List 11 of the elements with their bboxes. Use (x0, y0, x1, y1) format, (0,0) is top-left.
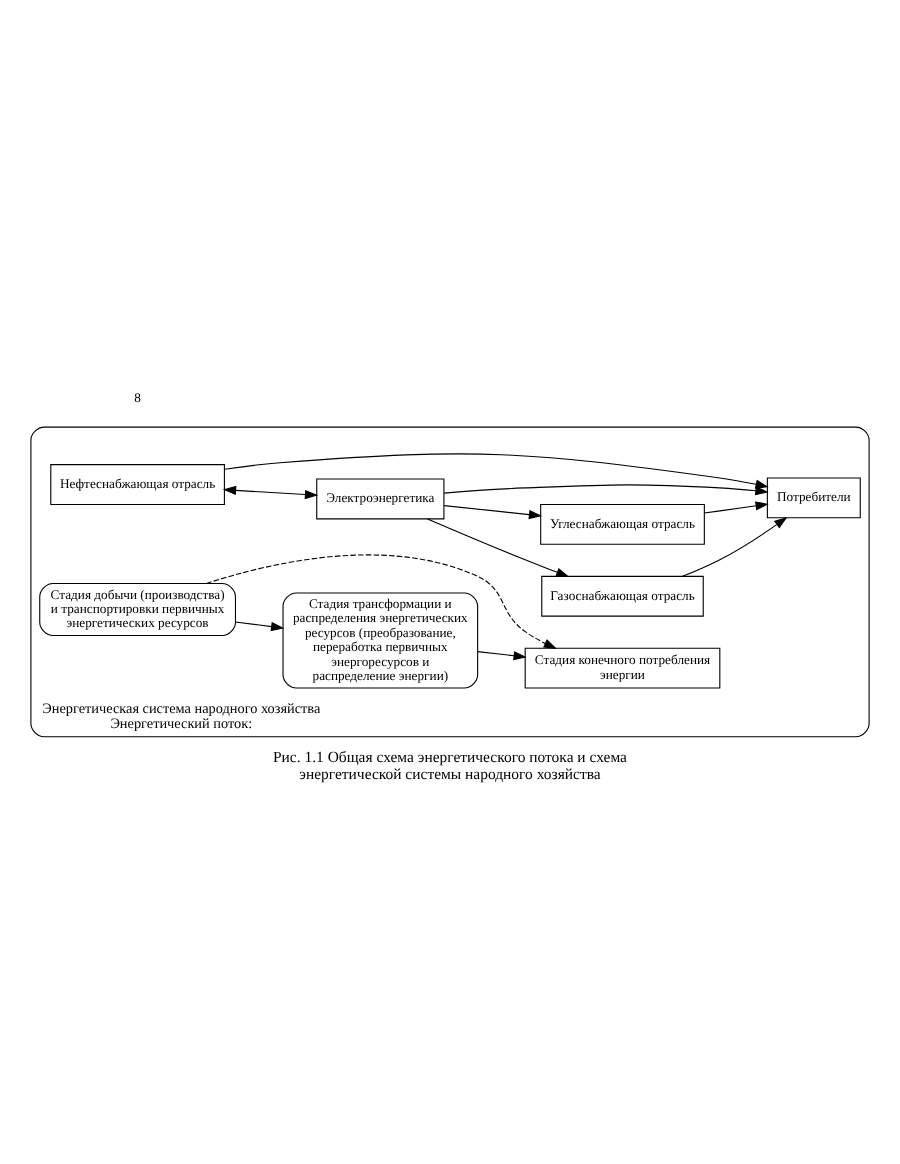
arrow (222, 484, 319, 499)
arrow (703, 500, 769, 513)
arrow (681, 516, 788, 576)
arrow (477, 650, 527, 660)
arrow (427, 517, 570, 576)
arrow (205, 553, 558, 648)
arrow (443, 483, 769, 495)
arrow (234, 620, 285, 631)
arrow (224, 452, 769, 488)
arrow (443, 504, 543, 519)
caption: Рис. 1.1 Общая схема энергетического потока и схема энергетической системы народного хозяйства (273, 747, 627, 782)
